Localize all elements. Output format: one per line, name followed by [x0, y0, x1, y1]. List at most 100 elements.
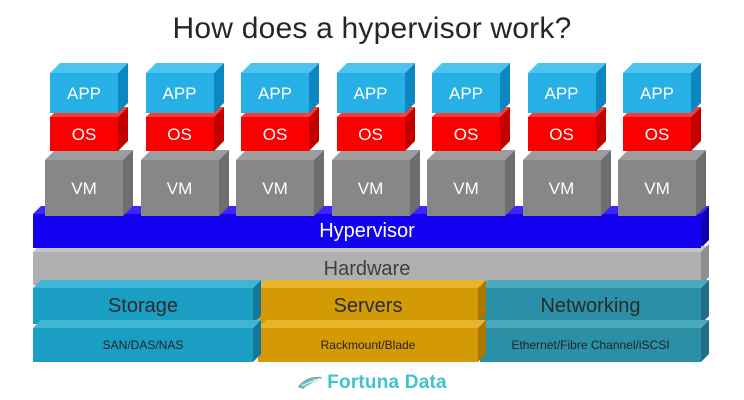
- app-label: APP: [162, 83, 197, 103]
- app-block-7-front-face: APP: [623, 73, 691, 113]
- hardware-side-face: [701, 244, 709, 285]
- os-block-7[interactable]: OS: [623, 107, 701, 151]
- vm-block-1-front-face: VM: [45, 160, 123, 216]
- networking-detail-panel[interactable]: Ethernet/Fibre Channel/iSCSI: [480, 320, 709, 362]
- storage-detail-label: SAN/DAS/NAS: [102, 338, 184, 352]
- hardware-label: Hardware: [323, 257, 411, 280]
- footer-logo[interactable]: Fortuna Data: [0, 370, 744, 396]
- vm-block-6-top-face: [522, 150, 611, 160]
- app-block-3-side-face: [309, 63, 319, 113]
- vm-block-1[interactable]: VM: [45, 150, 133, 216]
- networking-title-label: Networking: [540, 295, 641, 317]
- os-block-1-side-face: [118, 107, 128, 151]
- networking-detail-label: Ethernet/Fibre Channel/iSCSI: [511, 338, 670, 352]
- app-block-6-side-face: [595, 63, 606, 113]
- vm-block-1-top-face: [45, 150, 133, 160]
- os-block-2[interactable]: OS: [145, 107, 224, 151]
- storage-detail-panel-front-face: SAN/DAS/NAS: [33, 328, 253, 362]
- vm-label: VM: [548, 178, 575, 198]
- app-block-3[interactable]: APP: [241, 63, 319, 113]
- app-block-4-top-face: [336, 63, 415, 73]
- app-block-3-top-face: [241, 63, 319, 73]
- vm-block-3-front-face: VM: [236, 160, 314, 216]
- os-block-6[interactable]: OS: [527, 107, 606, 151]
- hypervisor-side-face: [701, 206, 709, 248]
- vm-block-7-front-face: VM: [618, 160, 696, 216]
- os-block-4-front-face: OS: [336, 117, 405, 151]
- storage-detail-panel-top-face: [33, 320, 261, 328]
- app-block-4[interactable]: APP: [336, 63, 415, 113]
- app-block-5[interactable]: APP: [432, 63, 510, 113]
- networking-detail-panel-front-face: Ethernet/Fibre Channel/iSCSI: [480, 328, 701, 362]
- vm-block-5-front-face: VM: [427, 160, 505, 216]
- app-block-1-top-face: [50, 63, 128, 73]
- vm-block-5[interactable]: VM: [427, 150, 515, 216]
- app-block-1[interactable]: APP: [50, 63, 128, 113]
- hardware-layer[interactable]: Hardware: [33, 244, 709, 285]
- storage-panel-front-face: Storage: [33, 288, 253, 324]
- app-block-5-top-face: [432, 63, 510, 73]
- hardware-front-face: Hardware: [33, 252, 701, 285]
- brand-name: Fortuna Data: [327, 372, 447, 393]
- vm-label: VM: [166, 178, 193, 198]
- vm-label: VM: [357, 178, 384, 198]
- servers-detail-panel-top-face: [258, 320, 486, 328]
- app-block-2-front-face: APP: [145, 73, 214, 113]
- vm-block-4[interactable]: VM: [331, 150, 420, 216]
- os-block-1[interactable]: OS: [50, 107, 128, 151]
- os-label: OS: [262, 124, 288, 144]
- networking-panel[interactable]: Networking: [480, 280, 709, 324]
- vm-block-3[interactable]: VM: [236, 150, 324, 216]
- os-block-2-front-face: OS: [145, 117, 214, 151]
- os-label: OS: [167, 124, 192, 144]
- os-block-5-side-face: [500, 107, 510, 151]
- app-block-2[interactable]: APP: [145, 63, 224, 113]
- vm-label: VM: [644, 178, 670, 198]
- storage-panel[interactable]: Storage: [33, 280, 261, 324]
- app-block-7-side-face: [691, 63, 701, 113]
- os-label: OS: [453, 124, 479, 144]
- app-block-7-top-face: [623, 63, 701, 73]
- os-block-5[interactable]: OS: [432, 107, 510, 151]
- os-block-7-side-face: [691, 107, 701, 151]
- os-block-3-front-face: OS: [241, 117, 309, 151]
- storage-detail-panel[interactable]: SAN/DAS/NAS: [33, 320, 261, 362]
- storage-panel-top-face: [33, 280, 261, 288]
- vm-block-2[interactable]: VM: [140, 150, 229, 216]
- os-block-7-front-face: OS: [623, 117, 691, 151]
- networking-detail-panel-top-face: [480, 320, 709, 328]
- vm-block-7-top-face: [618, 150, 706, 160]
- app-block-7[interactable]: APP: [623, 63, 701, 113]
- app-block-6[interactable]: APP: [527, 63, 606, 113]
- servers-detail-panel-front-face: Rackmount/Blade: [258, 328, 478, 362]
- vm-block-2-side-face: [218, 150, 229, 216]
- servers-panel-top-face: [258, 280, 486, 288]
- app-label: APP: [639, 83, 675, 103]
- vm-block-2-front-face: VM: [140, 160, 219, 216]
- vm-block-3-side-face: [314, 150, 324, 216]
- os-block-3[interactable]: OS: [241, 107, 319, 151]
- app-block-6-front-face: APP: [527, 73, 596, 113]
- vm-block-6[interactable]: VM: [522, 150, 611, 216]
- servers-detail-panel[interactable]: Rackmount/Blade: [258, 320, 486, 362]
- vm-label: VM: [262, 178, 288, 198]
- vm-block-4-side-face: [409, 150, 420, 216]
- networking-detail-panel-side-face: [701, 320, 709, 362]
- servers-panel[interactable]: Servers: [258, 280, 486, 324]
- storage-title-label: Storage: [107, 295, 179, 317]
- globe-swoosh-icon: [297, 375, 323, 392]
- app-block-2-side-face: [213, 63, 224, 113]
- os-label: OS: [358, 124, 383, 144]
- os-block-4[interactable]: OS: [336, 107, 415, 151]
- app-label: APP: [448, 83, 484, 103]
- networking-panel-top-face: [480, 280, 709, 288]
- networking-panel-side-face: [701, 280, 709, 324]
- vm-block-5-top-face: [427, 150, 515, 160]
- hypervisor-layer[interactable]: Hypervisor: [33, 206, 709, 248]
- os-label: OS: [644, 124, 670, 144]
- vm-label: VM: [453, 178, 479, 198]
- vm-label: VM: [71, 178, 97, 198]
- vm-block-7[interactable]: VM: [618, 150, 706, 216]
- networking-panel-front-face: Networking: [480, 288, 701, 324]
